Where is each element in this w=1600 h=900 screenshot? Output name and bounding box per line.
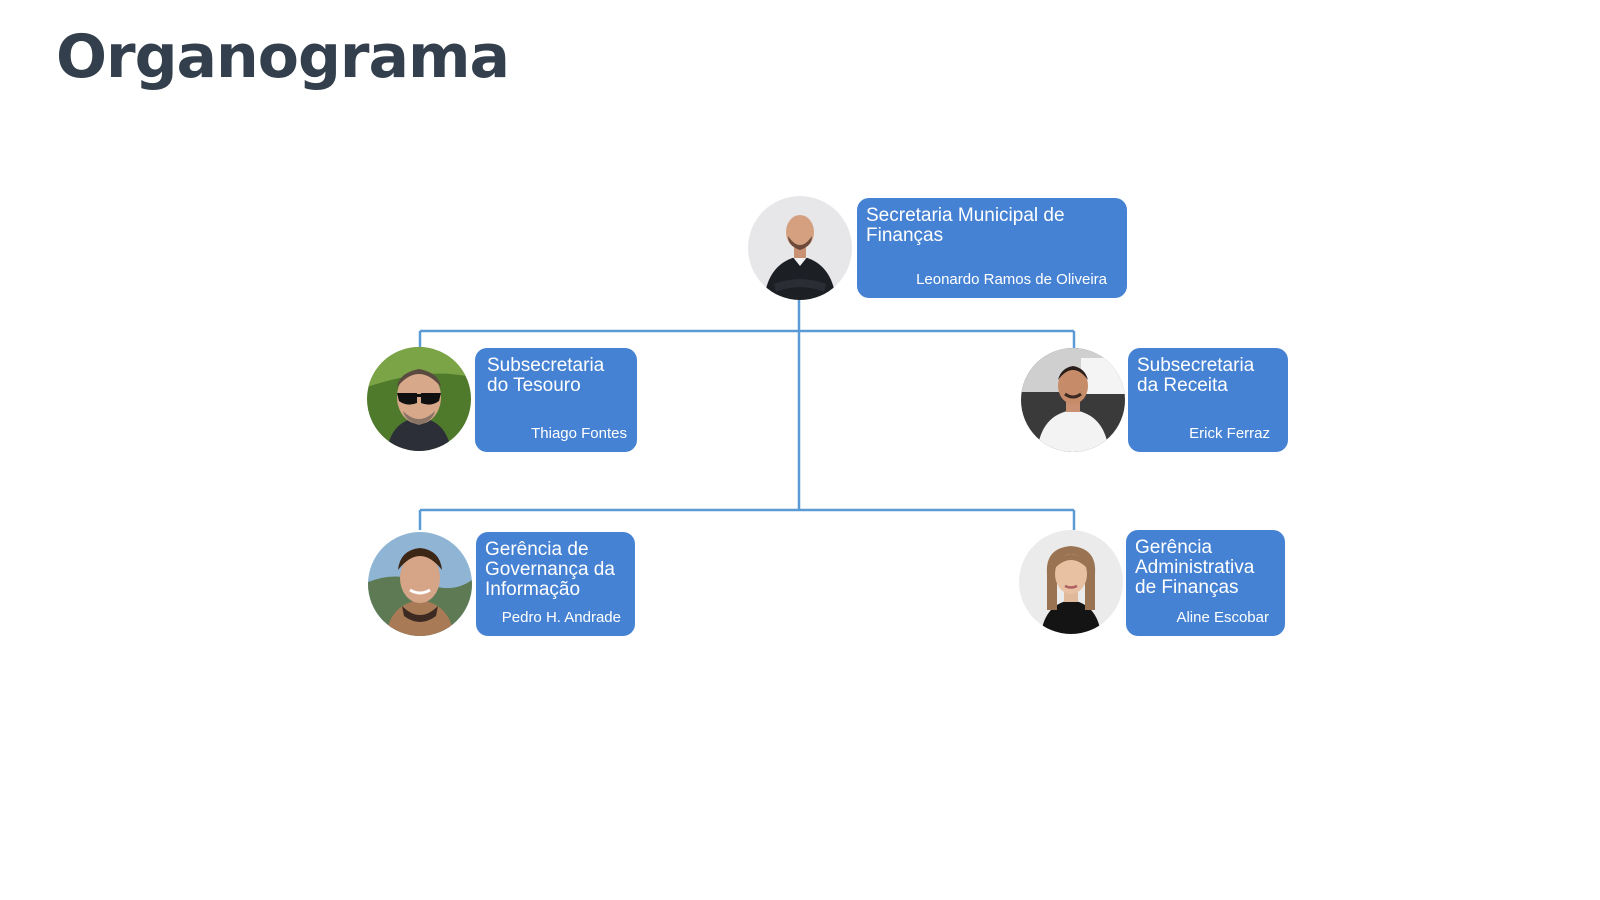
org-node-unit: Secretaria Municipal de Finanças	[866, 205, 1065, 246]
org-node-gerencia-administrativa: Gerência Administrativa de Finanças Alin…	[1126, 530, 1285, 636]
org-node-person: Aline Escobar	[1176, 609, 1269, 626]
page-title: Organograma	[56, 22, 510, 92]
person-photo-icon	[1019, 530, 1123, 634]
org-node-secretaria: Secretaria Municipal de Finanças Leonard…	[857, 198, 1127, 298]
org-node-person: Pedro H. Andrade	[501, 609, 621, 626]
person-photo-icon	[368, 532, 472, 636]
org-node-person: Leonardo Ramos de Oliveira	[916, 271, 1107, 288]
org-node-unit: Gerência de Governança da Informação	[485, 539, 615, 600]
person-photo-icon	[367, 347, 471, 451]
org-node-unit: Subsecretaria do Tesouro	[487, 355, 605, 396]
person-photo-icon	[1021, 348, 1125, 452]
org-node-person: Erick Ferraz	[1189, 425, 1270, 442]
org-node-unit: Subsecretaria da Receita	[1137, 355, 1255, 396]
org-node-subsecretaria-receita: Subsecretaria da Receita Erick Ferraz	[1128, 348, 1288, 452]
person-photo-icon	[748, 196, 852, 300]
org-node-subsecretaria-tesouro: Subsecretaria do Tesouro Thiago Fontes	[475, 348, 637, 452]
org-node-unit: Gerência Administrativa de Finanças	[1135, 537, 1255, 598]
org-node-gerencia-governanca: Gerência de Governança da Informação Ped…	[476, 532, 635, 636]
org-node-person: Thiago Fontes	[531, 425, 627, 442]
